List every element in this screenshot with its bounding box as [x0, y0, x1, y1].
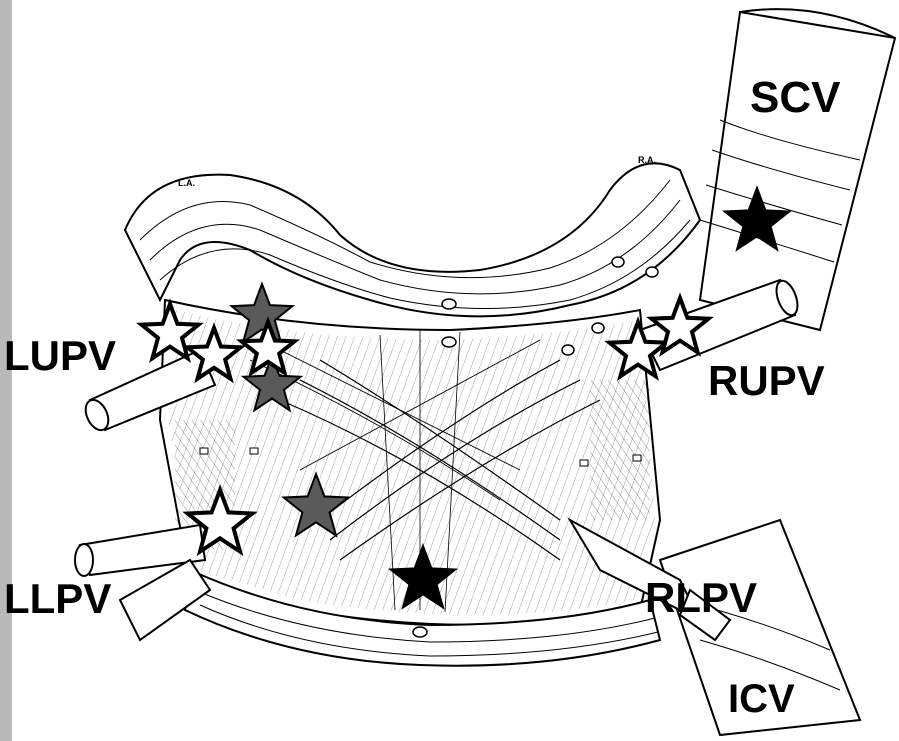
- superior-caval-vein: [700, 9, 895, 330]
- label-icv: ICV: [728, 677, 795, 721]
- label-llpv: LLPV: [4, 575, 111, 622]
- label-rlpv: RLPV: [645, 574, 757, 621]
- atrial-roof-band: [125, 163, 700, 316]
- label-lupv: LUPV: [4, 332, 116, 379]
- right-atrium-tag: R.A.: [638, 155, 656, 165]
- label-scv: SCV: [750, 73, 841, 122]
- label-rupv: RUPV: [708, 357, 825, 404]
- left-atrium-tag: L.A.: [178, 178, 195, 188]
